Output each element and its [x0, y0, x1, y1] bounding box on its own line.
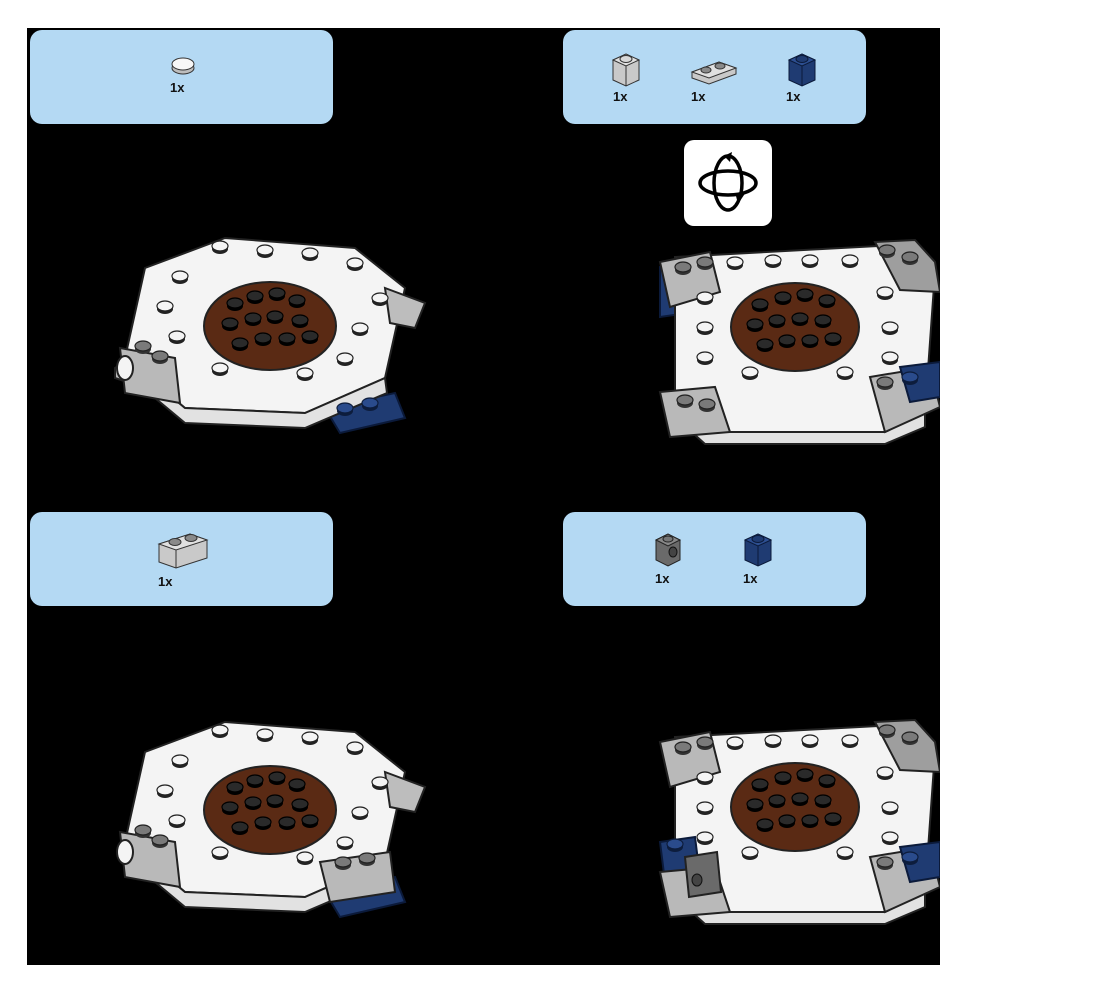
quantity-label: 1x: [691, 89, 705, 104]
model-assembly-step-4: [655, 712, 940, 927]
brick-1x2-light-gray-icon: [156, 530, 210, 572]
brick-1x1-headlight-dark-gray-icon: [653, 530, 683, 568]
quantity-label: 1x: [158, 574, 172, 589]
model-assembly-step-3: [105, 712, 435, 932]
quantity-label: 1x: [170, 80, 184, 95]
quantity-label: 1x: [655, 571, 669, 586]
brick-1x1-dark-blue-icon: [741, 530, 775, 568]
model-assembly-step-1: [105, 228, 435, 448]
parts-callout-step-4: 1x 1x: [563, 512, 866, 606]
parts-callout-step-1: 1x: [30, 30, 333, 124]
rotate-model-icon: [684, 140, 772, 226]
round-tile-1x1-white-icon: [170, 56, 196, 76]
brick-1x1-light-gray-icon: [609, 50, 643, 88]
quantity-label: 1x: [743, 571, 757, 586]
parts-callout-step-2: 1x 1x 1x: [563, 30, 866, 124]
quantity-label: 1x: [786, 89, 800, 104]
plate-1x2-light-gray-icon: [689, 58, 739, 86]
parts-callout-step-3: 1x: [30, 512, 333, 606]
brick-1x1-dark-blue-icon: [785, 50, 819, 88]
quantity-label: 1x: [613, 89, 627, 104]
model-assembly-step-2: [655, 232, 940, 447]
